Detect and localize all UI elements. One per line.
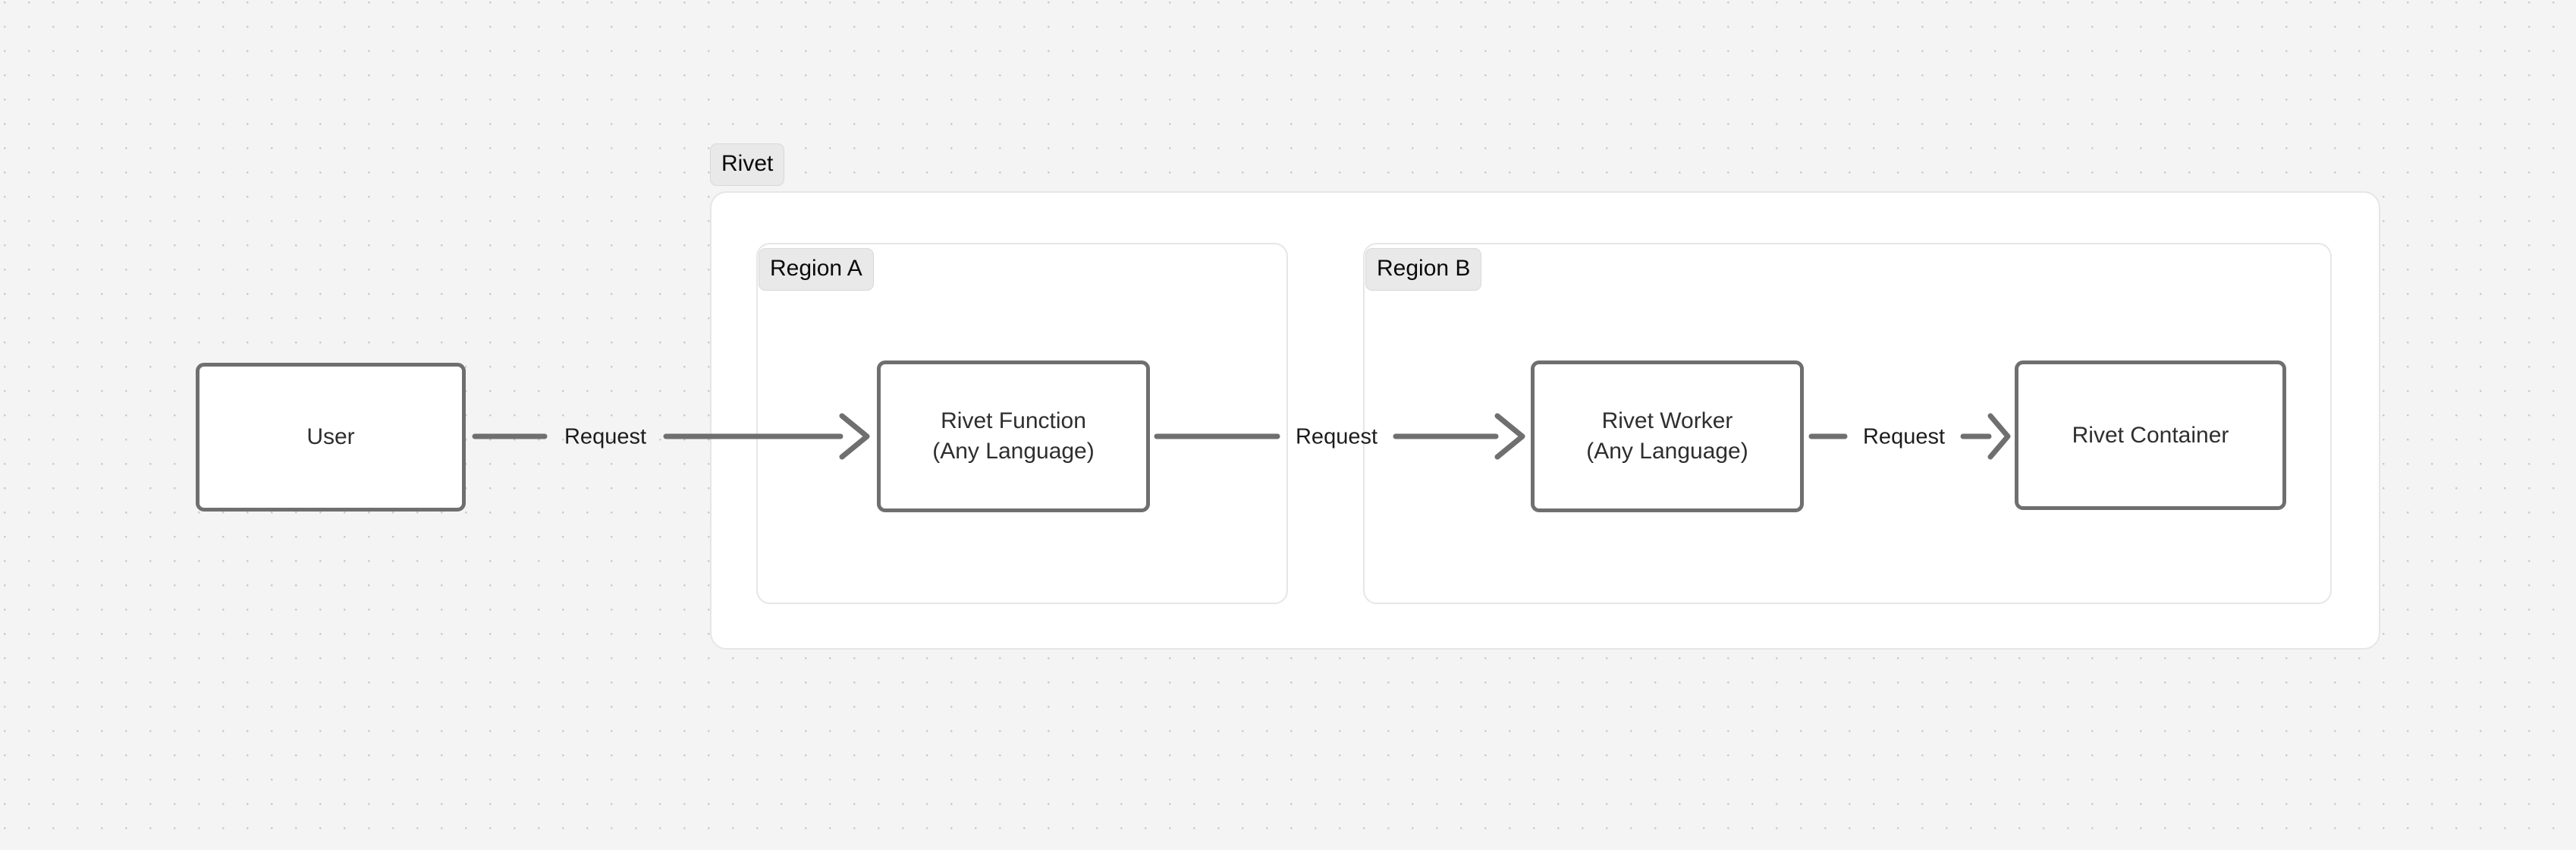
node-rivet-function-label-line2: (Any Language) <box>932 439 1095 464</box>
node-rivet-container-label-line1: Rivet Container <box>2072 422 2229 448</box>
node-user-label-line1: User <box>306 424 355 450</box>
node-rivet-function-label-line1: Rivet Function <box>941 408 1086 434</box>
node-rivet-worker-label-line1: Rivet Worker <box>1601 408 1733 434</box>
group-label-rivet[interactable]: Rivet <box>710 143 785 186</box>
node-rivet-worker[interactable]: Rivet Worker (Any Language) <box>1531 360 1804 512</box>
node-rivet-worker-label: Rivet Worker (Any Language) <box>1586 406 1748 466</box>
node-user[interactable]: User <box>196 363 466 512</box>
node-rivet-worker-label-line2: (Any Language) <box>1586 439 1748 464</box>
group-label-region-a[interactable]: Region A <box>759 248 874 291</box>
node-rivet-function[interactable]: Rivet Function (Any Language) <box>877 360 1150 512</box>
edge-label-user-to-function: Request <box>564 424 647 449</box>
edge-label-worker-to-container: Request <box>1862 424 1946 449</box>
edge-label-function-to-worker: Request <box>1295 424 1378 449</box>
node-user-label: User <box>306 422 354 452</box>
group-label-region-b[interactable]: Region B <box>1365 248 1482 291</box>
node-rivet-container-label: Rivet Container <box>2072 420 2229 451</box>
node-rivet-function-label: Rivet Function (Any Language) <box>932 406 1095 466</box>
node-rivet-container[interactable]: Rivet Container <box>2015 360 2286 510</box>
